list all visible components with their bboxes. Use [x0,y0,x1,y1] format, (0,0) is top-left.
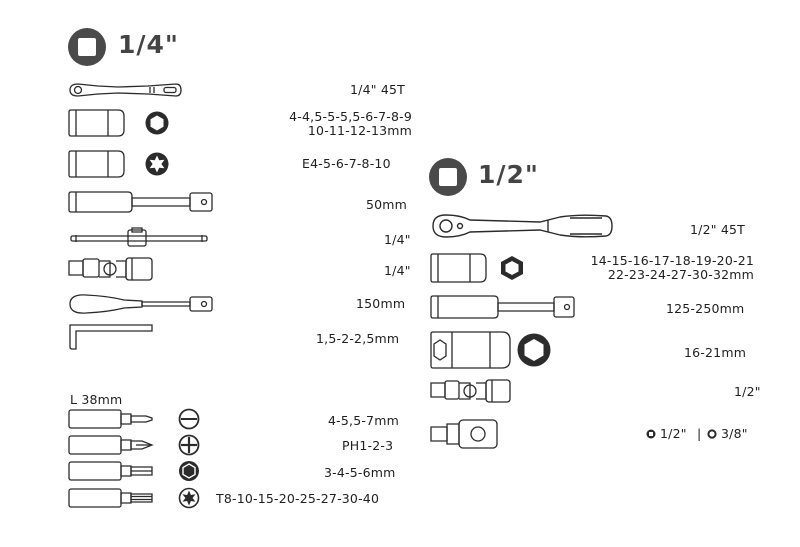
hex-profile-spark-icon [517,333,551,367]
square-drive-small-icon [646,429,656,439]
hex-bit-icon [68,460,158,482]
torx-bit-icon [68,487,158,509]
label-hex-sockets-line2: 10-11-12-13mm [307,123,412,138]
label-t-bar: 1/4" [384,232,411,247]
ratchet-1-4-icon [68,82,182,98]
label-bit-length: L 38mm [70,392,123,407]
slotted-bit-icon [68,408,158,430]
label-adapter-1-2: 1/2" [660,426,687,441]
hex-key-icon [68,323,154,351]
label-extension-1-4: 50mm [366,197,408,212]
spark-plug-socket-icon [430,330,514,370]
torx-profile-icon [178,487,200,509]
extension-1-2-icon [430,294,576,320]
label-screwdriver: 150mm [356,296,406,311]
label-hex-bits: 3-4-5-6mm [324,465,396,480]
label-hex-sockets-line1: 4-4,5-5-5,5-6-7-8-9 [289,109,412,124]
spinner-handle-icon [68,292,214,316]
phillips-bit-icon [68,434,158,456]
ring-drive-small-icon [707,429,717,439]
label-sockets-1-2-line2: 22-23-24-27-30-32mm [607,267,754,282]
label-sockets-1-2-line1: 14-15-16-17-18-19-20-21 [590,253,754,268]
label-phillips-bits: PH1-2-3 [342,438,394,453]
drive-adapter-icon [430,418,500,450]
socket-1-2-icon [430,252,490,284]
label-universal-joint-1-2: 1/2" [734,384,761,399]
square-drive-1-4-icon [68,28,106,66]
section-header-1-4: 1/4" [118,30,179,59]
phillips-profile-icon [178,434,200,456]
section-header-1-2: 1/2" [478,160,539,189]
square-drive-1-2-icon [429,158,467,196]
label-e-sockets: E4-5-6-7-8-10 [302,156,391,171]
universal-joint-1-4-icon [68,256,154,282]
socket-1-4-icon [68,108,128,138]
hex-profile-1-2-icon [501,256,523,280]
label-torx-bits: T8-10-15-20-25-27-30-40 [216,491,380,506]
label-hex-keys: 1,5-2-2,5mm [316,331,400,346]
t-bar-icon [70,227,208,249]
label-adapter-3-8: 3/8" [721,426,748,441]
hex-profile-icon [145,111,169,135]
label-ratchet-1-4: 1/4" 45T [350,82,405,97]
slotted-profile-icon [178,408,200,430]
label-adapter-separator: | [697,426,702,441]
label-ratchet-1-2: 1/2" 45T [690,222,745,237]
ratchet-1-2-icon [430,212,614,240]
label-spark-plug-socket: 16-21mm [684,345,747,360]
label-universal-joint-1-4: 1/4" [384,263,411,278]
e-socket-icon [68,149,128,179]
label-extension-1-2: 125-250mm [666,301,745,316]
hex-bit-profile-icon [179,461,199,481]
label-slotted-bits: 4-5,5-7mm [328,413,399,428]
universal-joint-1-2-icon [430,378,512,404]
extension-1-4-icon [68,190,214,214]
torx-e-profile-icon [145,152,169,176]
